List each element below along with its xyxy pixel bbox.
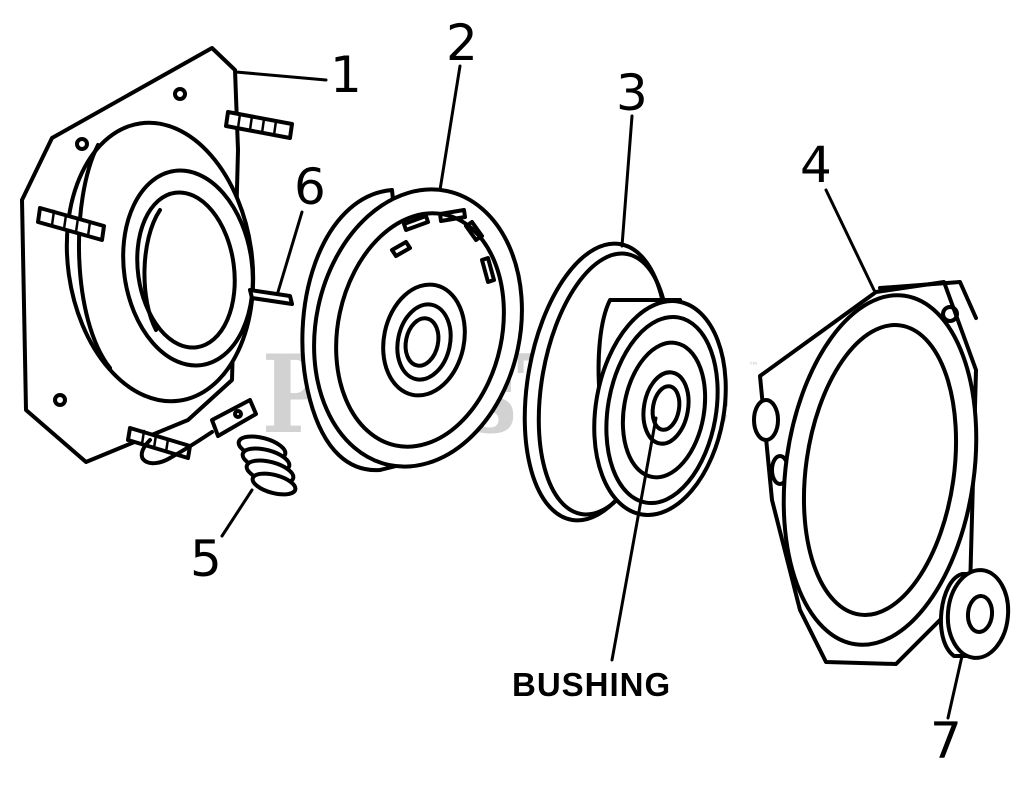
leader-5 xyxy=(220,488,254,538)
callout-5: 5 xyxy=(190,530,222,588)
leader-2 xyxy=(438,64,462,192)
leader-7 xyxy=(946,654,964,720)
part-2-armature-disc xyxy=(300,187,524,473)
part-1-mounting-plate xyxy=(20,46,294,466)
callout-3: 3 xyxy=(616,64,648,122)
callout-6: 6 xyxy=(294,158,326,216)
watermark-trademark: ™ xyxy=(748,360,759,373)
leader-1 xyxy=(234,70,328,82)
leader-6 xyxy=(276,210,304,294)
bushing-label: BUSHING xyxy=(512,666,671,703)
part-4-brake-housing xyxy=(752,280,979,666)
callout-4: 4 xyxy=(800,136,832,194)
part-5-spring xyxy=(236,434,298,497)
leader-4 xyxy=(824,188,876,292)
callout-1: 1 xyxy=(330,46,362,104)
part-3-pulley xyxy=(522,241,728,523)
leader-3 xyxy=(620,114,634,248)
leader-lines xyxy=(220,64,964,720)
part-7-washer xyxy=(939,568,1011,660)
leader-bushing xyxy=(610,416,658,662)
part-6-key xyxy=(248,288,294,306)
callout-7: 7 xyxy=(930,712,962,770)
callout-2: 2 xyxy=(446,14,478,72)
callout-numbers: 1 2 3 4 5 6 7 xyxy=(190,14,962,770)
